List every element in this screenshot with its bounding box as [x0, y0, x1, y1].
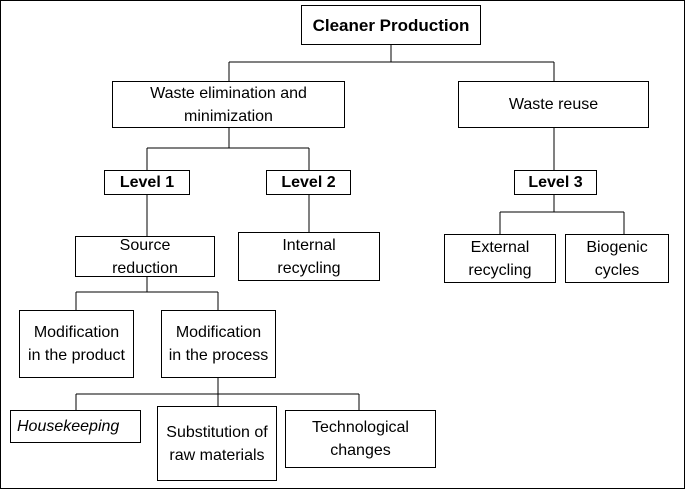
node-modification-process: Modification in the process — [161, 310, 276, 378]
node-biogenic-cycles: Biogenic cycles — [565, 234, 669, 283]
node-level-2: Level 2 — [266, 170, 351, 195]
node-level-3: Level 3 — [514, 170, 597, 195]
node-cleaner-production-label: Cleaner Production — [312, 15, 470, 35]
node-technological-changes: Technological changes — [285, 410, 436, 468]
node-internal-recycling-label: Internal recycling — [277, 236, 341, 277]
node-internal-recycling: Internal recycling — [238, 232, 380, 281]
node-waste-elimination-label: Waste elimination and minimization — [150, 84, 307, 125]
node-cleaner-production: Cleaner Production — [301, 5, 481, 45]
node-source-reduction: Source reduction — [75, 236, 215, 277]
node-waste-elimination: Waste elimination and minimization — [112, 81, 345, 128]
node-modification-product-label: Modification in the product — [28, 324, 125, 364]
node-modification-product: Modification in the product — [19, 310, 134, 378]
node-housekeeping-label: Housekeeping — [17, 418, 120, 435]
node-level-3-label: Level 3 — [528, 174, 583, 191]
node-level-1: Level 1 — [104, 170, 190, 195]
node-external-recycling: External recycling — [444, 234, 556, 283]
node-biogenic-cycles-label: Biogenic cycles — [586, 238, 648, 279]
node-source-reduction-label: Source reduction — [112, 236, 178, 277]
node-modification-process-label: Modification in the process — [168, 324, 269, 364]
node-substitution-raw-materials-label: Substitution of raw materials — [166, 423, 268, 464]
node-level-2-label: Level 2 — [281, 174, 336, 191]
node-waste-reuse-label: Waste reuse — [508, 96, 599, 113]
node-level-1-label: Level 1 — [119, 174, 175, 191]
node-external-recycling-label: External recycling — [468, 238, 532, 279]
node-waste-reuse: Waste reuse — [458, 81, 649, 128]
node-substitution-raw-materials: Substitution of raw materials — [157, 406, 277, 481]
node-housekeeping: Housekeeping — [10, 410, 141, 443]
node-technological-changes-label: Technological changes — [312, 419, 409, 459]
